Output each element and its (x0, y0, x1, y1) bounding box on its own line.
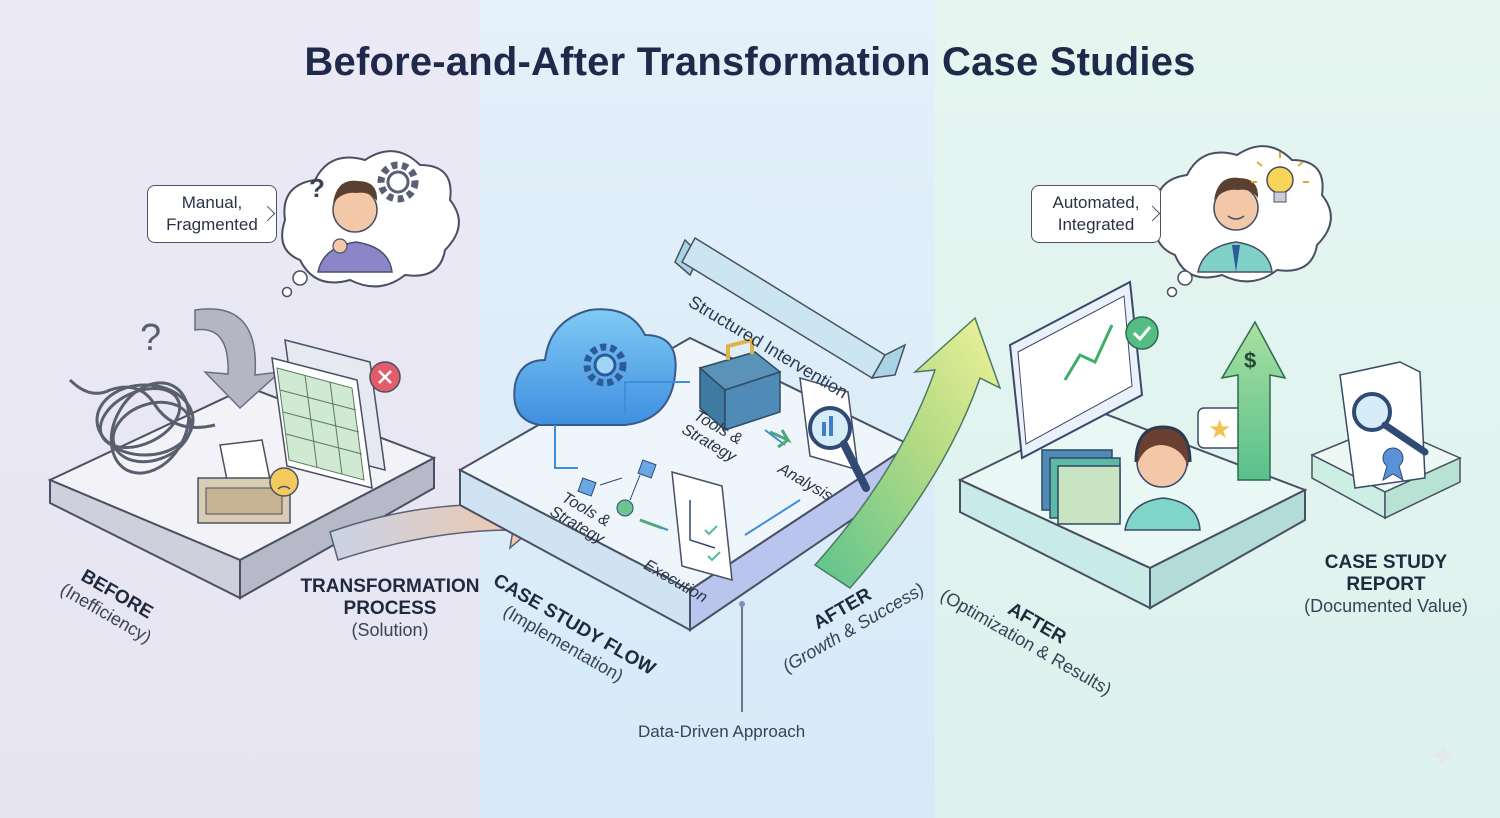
svg-text:★: ★ (1208, 415, 1231, 445)
cloud-gear-icon (513, 308, 677, 426)
stage-report-title-1: CASE STUDY (1324, 552, 1448, 573)
arrow-to-execution (639, 518, 663, 530)
stage-report-sub: (Documented Value) (1304, 596, 1468, 616)
execution-checklist-icon (671, 470, 733, 582)
arrow-to-analysis (769, 429, 792, 449)
report-certificate-icon (1339, 361, 1429, 489)
tangled-wires-icon (68, 378, 216, 475)
toolbox-icon (698, 337, 782, 432)
growth-arrow (813, 316, 1002, 589)
stage-report-title-2: REPORT (1346, 574, 1426, 595)
success-check-icon (1125, 316, 1159, 350)
stage-transformation-sub: (Solution) (351, 620, 429, 640)
bubble-before-text: Manual, Fragmented (166, 193, 258, 234)
stage-transformation: TRANSFORMATION PROCESS (Solution) (300, 576, 480, 641)
stage-report: CASE STUDY REPORT (Documented Value) (1296, 552, 1476, 617)
star-speech-icon: ★ (1197, 407, 1245, 449)
folders-icon (1041, 449, 1121, 525)
bubble-after-text: Automated, Integrated (1052, 193, 1140, 234)
lightbulb-icon (1251, 152, 1309, 203)
stage-transformation-title: TRANSFORMATION PROCESS (300, 576, 480, 619)
spreadsheet-icon (271, 338, 386, 490)
person-thinking-icon (317, 180, 393, 273)
bubble-before: Manual, Fragmented (147, 185, 277, 243)
callout-data-driven: Data-Driven Approach (638, 722, 806, 741)
question-mark-icon: ? (140, 317, 161, 359)
thought-question-icon: ? (309, 173, 325, 203)
bubble-after: Automated, Integrated (1031, 185, 1161, 243)
error-x-mark (378, 370, 392, 384)
flow-connectors (554, 381, 801, 536)
sparkle-icon: ✦ (1428, 736, 1457, 776)
page-title: Before-and-After Transformation Case Stu… (304, 40, 1196, 84)
down-arrow-icon (194, 308, 283, 410)
structured-intervention-banner (674, 236, 907, 380)
dollar-arrow-icon: $ (1220, 320, 1287, 481)
sad-face-icon (269, 467, 299, 497)
svg-text:$: $ (1244, 348, 1256, 373)
gear-icon (377, 161, 419, 203)
magnifier-chart-icon (799, 376, 870, 492)
support-agent-icon (1124, 425, 1201, 531)
inbox-tray-icon (197, 439, 291, 524)
case-flow-platform (457, 336, 913, 632)
person-smiling-icon (1197, 177, 1273, 273)
flowchart-icon (577, 459, 657, 517)
dashboard-chart-icon (1008, 280, 1144, 460)
callout-dot (739, 601, 745, 607)
